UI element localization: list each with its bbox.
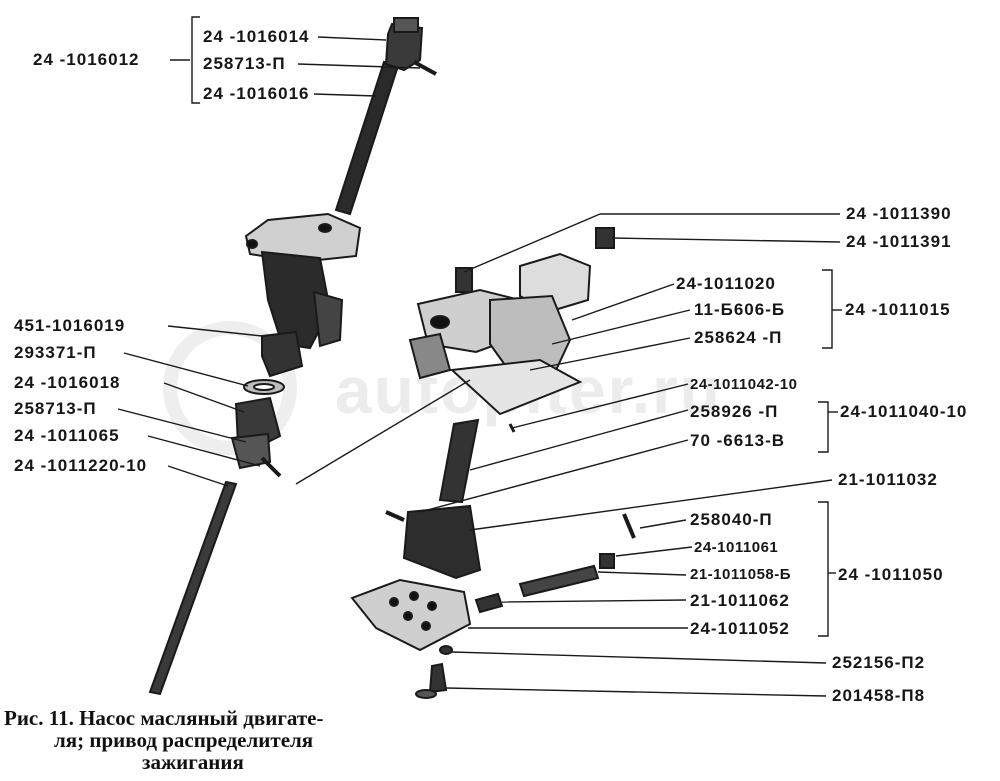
pump-gears	[402, 504, 482, 580]
label-24-1011052: 24-1011052	[690, 619, 790, 638]
label-451-1016019: 451-1016019	[14, 316, 126, 335]
label-24-1011065: 24 -1011065	[14, 426, 120, 445]
small-pin	[508, 423, 516, 433]
bottom-bolt-head	[415, 689, 437, 699]
label-24-1011015: 24 -1011015	[845, 300, 951, 319]
label-24-1011040-10: 24-1011040-10	[840, 402, 968, 421]
label-258624-p: 258624 -П	[694, 328, 783, 347]
label-258713-p-top: 258713-П	[203, 54, 286, 73]
label-258926-p: 258926 -П	[690, 402, 779, 421]
leader-lines	[117, 16, 842, 697]
label-24-1011020: 24-1011020	[676, 274, 776, 293]
distributor-drive-shaft-assembly	[148, 17, 437, 696]
bracket-1011040	[818, 401, 829, 453]
label-24-1016014: 24 -1016014	[203, 27, 310, 46]
drive-gear-hub	[230, 432, 272, 470]
bottom-bolt	[428, 662, 448, 694]
drive-housing-body	[260, 250, 332, 350]
label-70-6613-v: 70 -6613-В	[690, 431, 786, 450]
gear-pin	[260, 456, 282, 478]
label-11-6606-b: 11-Б606-Б	[694, 300, 786, 319]
housing-hole-right	[318, 223, 332, 233]
valve-spring	[518, 564, 600, 598]
label-24-1016012: 24 -1016012	[33, 50, 140, 69]
key-pin	[385, 510, 405, 522]
bracket-1016012	[191, 16, 200, 104]
top-coupling	[384, 22, 424, 72]
top-coupling-cap	[393, 17, 419, 33]
label-24-1011042-10: 24-1011042-10	[690, 376, 798, 393]
nipple-24-1011391	[595, 227, 615, 249]
label-24-1011391: 24 -1011391	[846, 232, 952, 251]
plug-screw	[622, 513, 636, 539]
drive-housing-side	[312, 290, 344, 348]
label-293371-p: 293371-П	[14, 343, 97, 362]
housing-hole-left	[246, 239, 258, 249]
oil-pump-assembly	[350, 227, 636, 699]
housing-bushing	[261, 330, 304, 378]
pump-gasket	[449, 358, 583, 416]
drive-housing-flange	[244, 212, 362, 264]
caption-line-1: Рис. 11. Насос масляный двигате-	[4, 706, 324, 730]
bracket-1011050	[818, 501, 829, 637]
label-24-1011061: 24-1011061	[694, 539, 779, 556]
watermark-circle	[163, 321, 297, 455]
label-252156-p2: 252156-П2	[832, 653, 926, 672]
pump-arm-hole	[430, 315, 450, 329]
valve-plug	[599, 553, 615, 569]
label-24-1011220-10: 24 -1011220-10	[14, 456, 148, 475]
label-24-1011390: 24 -1011390	[846, 204, 952, 223]
caption-line-3: зажигания	[142, 750, 244, 774]
label-201458-p8: 201458-П8	[832, 686, 926, 705]
label-21-1011032: 21-1011032	[838, 470, 938, 489]
pin-24-1011390	[455, 267, 473, 293]
long-shaft	[148, 480, 238, 696]
label-258040-p: 258040-П	[690, 510, 773, 529]
pump-shaft	[438, 418, 480, 504]
label-258713-p-left: 258713-П	[14, 399, 97, 418]
washer-hole	[253, 383, 275, 391]
figure-caption: Рис. 11. Насос масляный двигате- ля; при…	[4, 707, 404, 773]
caption-line-2: ля; привод распределителя	[54, 728, 314, 752]
label-21-1011058-b: 21-1011058-Б	[690, 566, 792, 583]
pump-body-lower	[408, 332, 452, 380]
bracket-1011015	[822, 269, 833, 349]
upper-shaft	[334, 60, 400, 216]
label-24-1011050: 24 -1011050	[838, 565, 944, 584]
label-24-1016018: 24 -1016018	[14, 373, 121, 392]
valve-plunger	[474, 592, 504, 614]
label-21-1011062: 21-1011062	[690, 591, 790, 610]
label-24-1016016: 24 -1016016	[203, 84, 310, 103]
top-pin	[413, 60, 437, 76]
bottom-washer	[439, 645, 453, 655]
